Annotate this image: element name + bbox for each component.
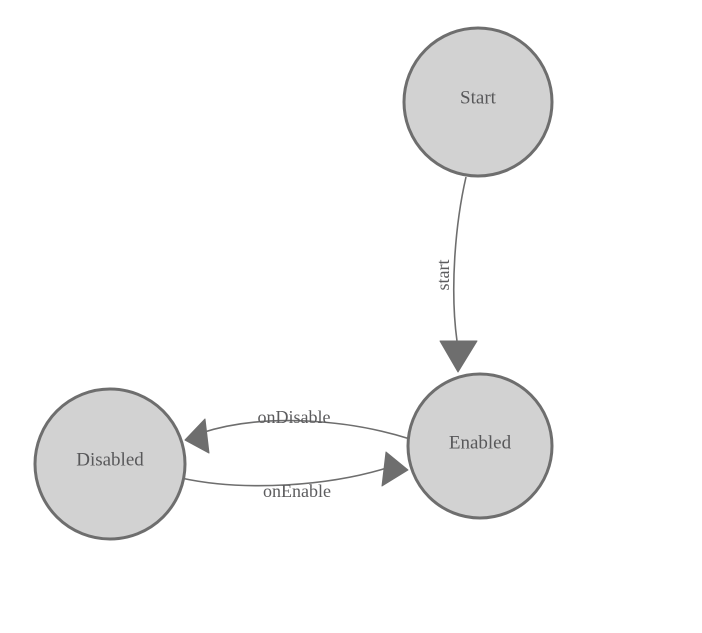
edge-enabled-to-disabled[interactable] (184, 418, 411, 454)
edge-start-to-enabled-arrowhead (439, 340, 478, 373)
edge-start-to-enabled-path (452, 176, 467, 342)
edge-label-on-enable: onEnable (263, 481, 331, 501)
edge-disabled-to-enabled[interactable] (180, 451, 409, 487)
edge-start-to-enabled[interactable] (439, 176, 478, 373)
node-start-circle (402, 26, 554, 178)
edge-enabled-to-disabled-path (200, 419, 411, 440)
edge-label-on-disable: onDisable (258, 407, 331, 427)
node-disabled-circle (33, 387, 187, 541)
node-disabled-label: Disabled (76, 449, 144, 470)
edge-disabled-to-enabled-arrowhead (381, 451, 409, 487)
edge-enabled-to-disabled-arrowhead (184, 418, 210, 454)
edge-label-start: start (433, 260, 453, 291)
node-disabled[interactable]: Disabled (33, 387, 187, 541)
node-start[interactable]: Start (402, 26, 554, 178)
node-enabled[interactable]: Enabled (406, 372, 554, 520)
edge-disabled-to-enabled-path (180, 466, 391, 487)
node-enabled-circle (406, 372, 554, 520)
node-start-label: Start (460, 87, 497, 108)
node-enabled-label: Enabled (449, 432, 512, 453)
